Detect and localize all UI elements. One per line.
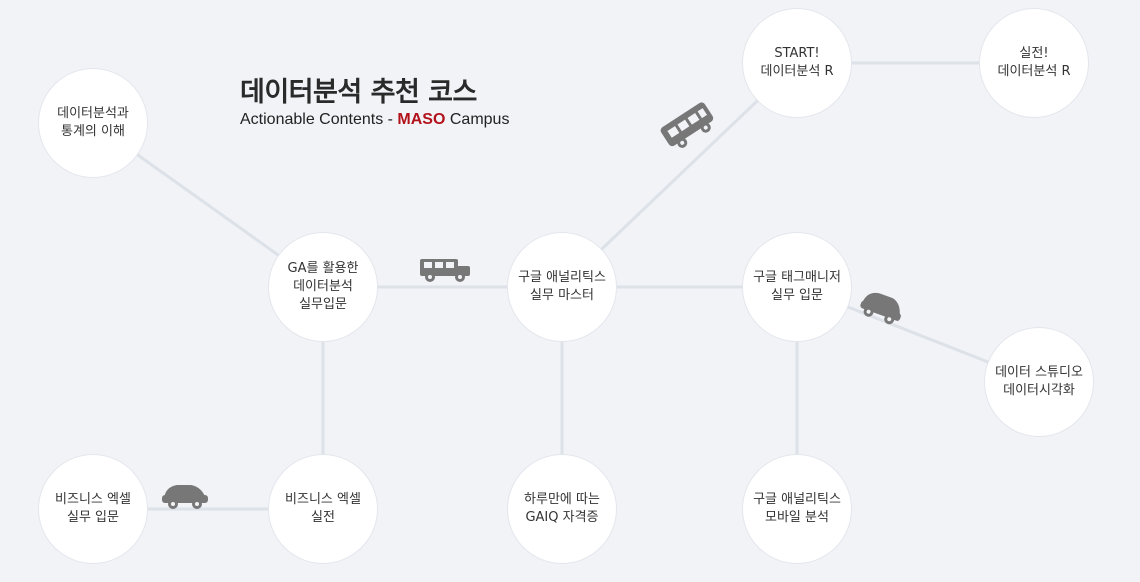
subtitle-prefix: Actionable Contents - [240,111,398,128]
course-label: 구글 애널리틱스 모바일 분석 [753,492,841,525]
course-label: 데이터분석과 통계의 이해 [57,106,129,139]
course-label: 실전! 데이터분석 R [997,46,1071,79]
course-node-data-studio[interactable]: 데이터 스튜디오 데이터시각화 [984,327,1094,437]
header: 데이터분석 추천 코스 Actionable Contents - MASO C… [240,76,509,129]
course-node-excel-practice[interactable]: 비즈니스 엑셀 실전 [268,454,378,564]
course-label: 데이터 스튜디오 데이터시각화 [995,365,1083,398]
course-label: 비즈니스 엑셀 실전 [285,492,361,525]
course-node-ga-analysis[interactable]: GA를 활용한 데이터분석 실무입문 [268,232,378,342]
page-title: 데이터분석 추천 코스 [240,77,477,108]
course-node-practice-r[interactable]: 실전! 데이터분석 R [979,8,1089,118]
compact-car-icon [162,485,208,509]
course-label: GA를 활용한 데이터분석 실무입문 [287,261,359,312]
course-label: START! 데이터분석 R [760,46,834,79]
course-label: 비즈니스 엑셀 실무 입문 [55,492,131,525]
course-node-excel-intro[interactable]: 비즈니스 엑셀 실무 입문 [38,454,148,564]
subtitle-suffix: Campus [445,111,510,128]
course-node-gtm-intro[interactable]: 구글 태그매니저 실무 입문 [742,232,852,342]
compact-car-icon [860,292,901,325]
course-node-ga-mobile[interactable]: 구글 애널리틱스 모바일 분석 [742,454,852,564]
course-node-ga-master[interactable]: 구글 애널리틱스 실무 마스터 [507,232,617,342]
page-subtitle: Actionable Contents - MASO Campus [240,111,509,129]
course-label: 구글 애널리틱스 실무 마스터 [518,270,606,303]
suv-icon [660,102,714,148]
course-label: 구글 태그매니저 실무 입문 [753,270,841,303]
brand-name: MASO [397,111,446,128]
course-label: 하루만에 따는 GAIQ 자격증 [524,492,600,525]
course-node-intro-stats[interactable]: 데이터분석과 통계의 이해 [38,68,148,178]
course-node-start-r[interactable]: START! 데이터분석 R [742,8,852,118]
course-node-gaiq[interactable]: 하루만에 따는 GAIQ 자격증 [507,454,617,564]
jeep-icon [420,259,470,282]
